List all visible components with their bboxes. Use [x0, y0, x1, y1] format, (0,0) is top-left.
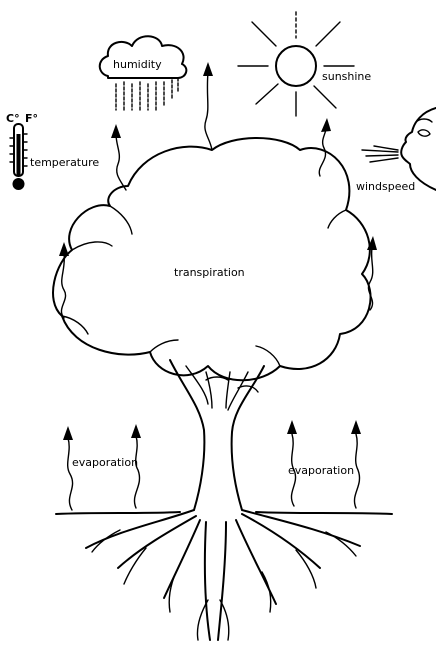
arrow-up-wavy-icon [59, 242, 69, 319]
sun-icon [237, 11, 355, 117]
humidity-label: humidity [113, 58, 162, 71]
transpiration-label: transpiration [174, 266, 245, 279]
sunshine-label: sunshine [322, 70, 371, 83]
arrow-up-wavy-icon [287, 420, 297, 507]
evaporation-label-right: evaporation [288, 464, 354, 477]
face-blowing-wind-icon [361, 107, 436, 191]
tree-icon [52, 137, 393, 641]
arrow-up-wavy-icon [111, 124, 127, 191]
arrow-up-wavy-icon [367, 236, 377, 311]
arrow-up-wavy-icon [131, 424, 141, 509]
celsius-label: C° [6, 112, 20, 125]
arrow-up-wavy-icon [318, 118, 331, 177]
cloud-icon [98, 35, 188, 113]
evaporation-label-left: evaporation [72, 456, 138, 469]
fahrenheit-label: F° [25, 112, 38, 125]
arrow-up-wavy-icon [203, 62, 213, 151]
arrow-up-wavy-icon [63, 426, 74, 511]
temperature-label: temperature [30, 156, 99, 169]
arrow-up-wavy-icon [351, 420, 361, 509]
thermometer-icon [9, 123, 28, 190]
windspeed-label: windspeed [356, 180, 415, 193]
